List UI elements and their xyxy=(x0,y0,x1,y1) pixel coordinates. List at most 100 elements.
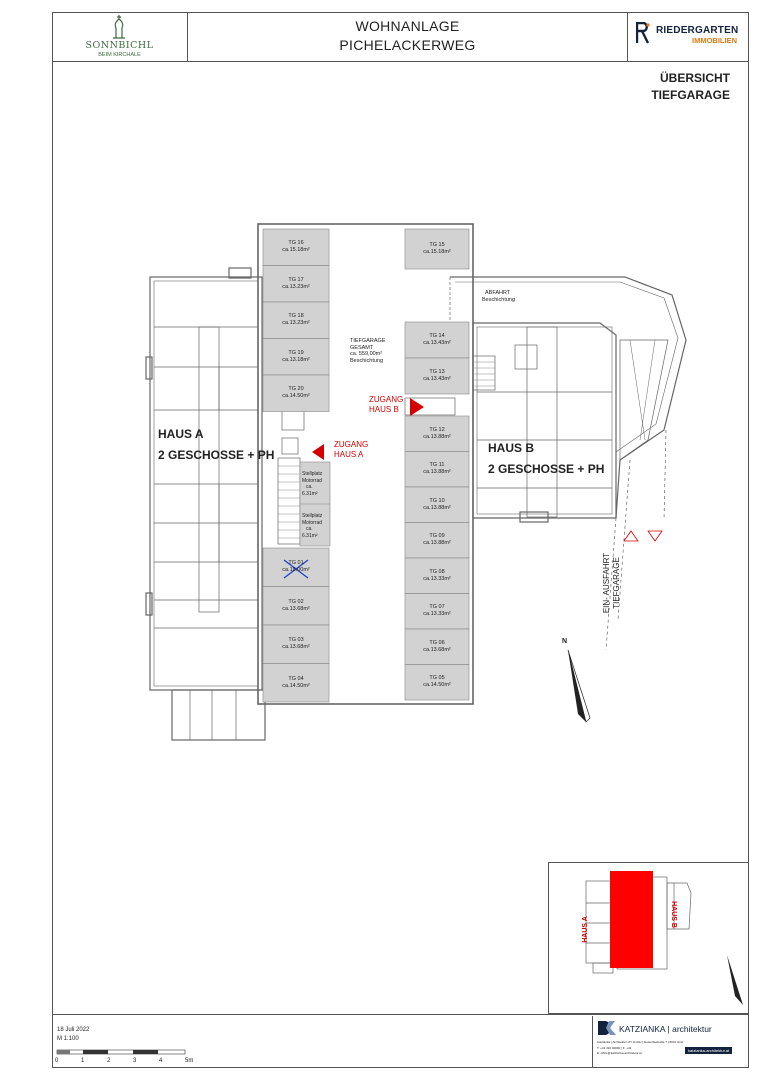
haus-a-name: HAUS A xyxy=(158,427,204,441)
zugang-b-lock xyxy=(404,397,456,416)
haus-a-corridor xyxy=(198,326,220,613)
footer-scale: M 1:100 xyxy=(57,1036,79,1042)
spot-area: ca.13.68m² xyxy=(282,644,310,651)
spot-area: ca.13.88m² xyxy=(423,469,451,476)
haus-b-name: HAUS B xyxy=(488,441,535,455)
spot-id: TG 01 xyxy=(288,560,304,567)
haus-a-door-w1 xyxy=(145,356,153,380)
architect-block: KATZIANKA | architektur Katzianka | Arch… xyxy=(592,1016,749,1068)
zugang-b-arrow xyxy=(410,398,424,416)
parking-spots xyxy=(262,228,470,703)
subtitle-line1: ÜBERSICHT xyxy=(659,71,730,85)
spot-id: TG 15 xyxy=(429,242,445,248)
abfahrt-l1: ABFAHRT xyxy=(485,290,511,296)
scale-tick-label: 3 xyxy=(133,1058,137,1064)
spot-id: TG 10 xyxy=(429,497,445,504)
einfahrt-label: EIN- AUSFAHRT TIEFGARAGE xyxy=(602,533,622,633)
zugang-a-arrow xyxy=(312,444,324,460)
spot-area: ca.13.88m² xyxy=(423,540,451,547)
moto2-l3: ca. xyxy=(306,526,313,532)
scale-tick-label: 2 xyxy=(107,1058,111,1064)
spot-area: ca.13.43m² xyxy=(423,376,451,382)
haus-a-door-w2 xyxy=(145,592,153,616)
entry-arrows xyxy=(623,530,663,542)
architect-contact: T: +43 316 00000 | F: +43 xyxy=(597,1046,632,1050)
key-plan-highlight xyxy=(610,871,653,968)
zugang-a-l2: HAUS A xyxy=(334,450,364,459)
sheet-subtitle: ÜBERSICHT TIEFGARAGE xyxy=(580,70,730,104)
spot-area: ca.13.33m² xyxy=(423,575,451,582)
tg-total-l2: GESAMT xyxy=(350,344,374,351)
spot-id: TG 12 xyxy=(429,426,445,433)
haus-a-chimney xyxy=(228,267,252,279)
abfahrt-label: ABFAHRT Beschichtung xyxy=(482,290,515,303)
spot-area: ca.13.33m² xyxy=(423,611,451,618)
stair-treads xyxy=(278,361,495,539)
zugang-a-l1: ZUGANG xyxy=(334,440,369,449)
spot-area: ca.15.18m² xyxy=(423,249,451,255)
scale-bar xyxy=(56,1049,186,1055)
spot-id: TG 16 xyxy=(288,240,304,247)
tg-total-l3: ca. 559,00m² xyxy=(350,351,383,357)
parking-spot xyxy=(262,301,330,339)
zugang-b-l2: HAUS B xyxy=(369,405,399,414)
logo-right-cell: RIEDERGARTEN IMMOBILIEN xyxy=(628,12,749,61)
parking-spot xyxy=(262,624,330,664)
spot-id: TG 03 xyxy=(288,637,304,644)
zugang-b-label: ZUGANG HAUS B xyxy=(369,395,403,415)
logo-right-sub: IMMOBILIEN xyxy=(692,36,737,45)
scale-tick-label: 1 xyxy=(81,1058,85,1064)
title-line1: WOHNANLAGE xyxy=(355,18,460,34)
stair-a xyxy=(277,457,301,545)
key-plan-north-icon xyxy=(727,955,743,1005)
key-plan: HAUS A HAUS B xyxy=(548,862,749,1014)
logo-left-cell: SONNBICHL BEIM KIRCHALE xyxy=(52,12,188,61)
tg01-cross-mark xyxy=(283,559,309,579)
spot-area: ca.13.88m² xyxy=(423,433,451,440)
spot-id: TG 05 xyxy=(429,675,445,682)
moto1-l4: 6.31m² xyxy=(302,490,318,497)
scale-tick-label: 0 xyxy=(55,1058,59,1064)
parking-spot xyxy=(404,228,470,270)
parking-spot xyxy=(404,486,470,523)
spot-area: ca.18.00m² xyxy=(282,567,310,574)
spot-area: ca.15.18m² xyxy=(282,247,310,254)
logo-right-name: RIEDERGARTEN xyxy=(656,25,739,36)
tiefgarage-total-label: TIEFGARAGE GESAMT ca. 559,00m² Beschicht… xyxy=(350,338,385,364)
spot-area: ca.14.50m² xyxy=(423,682,451,689)
einfahrt-l2: TIEFGARAGE xyxy=(612,557,621,609)
stair-b xyxy=(472,355,496,391)
spot-area: ca.13.88m² xyxy=(423,504,451,511)
haus-a-inner xyxy=(153,280,259,687)
scale-tick-label: 5m xyxy=(185,1058,194,1064)
architect-mail: E: office@katzianka-architektur.at xyxy=(597,1051,642,1055)
title-block: SONNBICHL BEIM KIRCHALE WOHNANLAGE PICHE… xyxy=(52,12,749,62)
spot-id: TG 20 xyxy=(288,386,304,393)
spot-area: ca.13.18m² xyxy=(282,356,310,363)
key-plan-haus-a: HAUS A xyxy=(581,916,589,943)
riedergarten-logo-icon xyxy=(636,22,650,44)
tg-total-l1: TIEFGARAGE xyxy=(350,338,386,344)
spot-id: TG 06 xyxy=(429,639,445,646)
zugang-b-l1: ZUGANG xyxy=(369,395,404,404)
ramp-lane xyxy=(619,339,669,461)
moto2-l4: 6.31m² xyxy=(302,532,318,539)
moto1-label: Stellplatz Motorrad ca. 6.31m² xyxy=(302,471,322,497)
spot-id: TG 14 xyxy=(429,333,445,339)
zugang-a-label: ZUGANG HAUS A xyxy=(334,440,368,460)
key-plan-drawing xyxy=(585,871,743,1005)
spot-id: TG 02 xyxy=(288,598,304,605)
architect-suffix: | architektur xyxy=(667,1024,712,1034)
architect-name: KATZIANKA xyxy=(619,1024,666,1034)
